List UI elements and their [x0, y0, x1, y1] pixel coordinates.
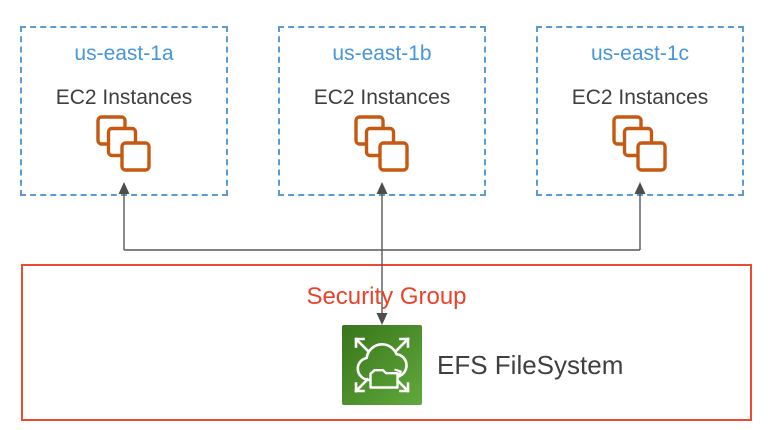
expand-arrow-sw: [354, 377, 370, 393]
az-title: us-east-1a: [74, 42, 174, 65]
az-box-us-east-1c: us-east-1c EC2 Instances: [536, 26, 744, 196]
az-title: us-east-1c: [590, 42, 690, 65]
az-box-us-east-1a: us-east-1a EC2 Instances: [20, 26, 228, 196]
az-title: us-east-1b: [332, 42, 432, 65]
efs-filesystem-icon: [342, 325, 422, 405]
efs-filesystem-label: EFS FileSystem: [437, 350, 624, 380]
folder-front: [369, 369, 399, 389]
ec2-instances-icon: [538, 115, 742, 178]
security-group-box: [21, 264, 752, 421]
az-box-us-east-1b: us-east-1b EC2 Instances: [278, 26, 486, 196]
expand-arrow-ne: [394, 337, 410, 353]
ec2-instances-label: EC2 Instances: [313, 86, 451, 109]
ec2-instances-icon: [280, 115, 484, 178]
ec2-instances-label: EC2 Instances: [571, 86, 709, 109]
cloud-outline: [356, 343, 408, 382]
security-group-label: Security Group: [306, 283, 467, 310]
ec2-instances-icon: [22, 115, 226, 178]
ec2-instances-label: EC2 Instances: [55, 86, 193, 109]
expand-arrow-nw: [354, 337, 370, 353]
